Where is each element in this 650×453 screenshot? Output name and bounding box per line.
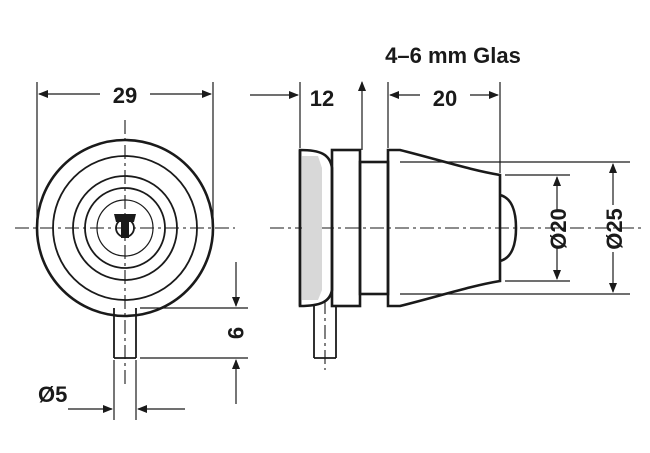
front-cylinder-inner-ring — [84, 187, 166, 269]
side-view: 4–6 mm Glas 12 20 Ø20 Ø25 — [250, 43, 645, 370]
body-length-label: 20 — [433, 86, 457, 111]
side-cap-shading — [302, 156, 322, 300]
side-end-cap — [499, 193, 518, 263]
glass-thickness-label: 4–6 mm Glas — [385, 43, 521, 68]
width-label: 29 — [113, 83, 137, 108]
front-cylinder-ring — [72, 175, 178, 281]
pin-diameter-label: Ø5 — [38, 382, 67, 407]
pin-length-label: 9 — [223, 327, 248, 339]
outer-diameter-label: Ø25 — [602, 208, 627, 250]
front-cylinder-face — [96, 199, 154, 257]
depth-label: 12 — [310, 86, 334, 111]
side-rear-body — [386, 148, 502, 308]
front-view: 29 9 Ø5 — [15, 82, 248, 420]
key-slot-stem — [121, 222, 129, 238]
front-mid-ring — [52, 155, 198, 301]
inner-diameter-label: Ø20 — [546, 208, 571, 250]
key-slot-shape — [114, 214, 136, 222]
